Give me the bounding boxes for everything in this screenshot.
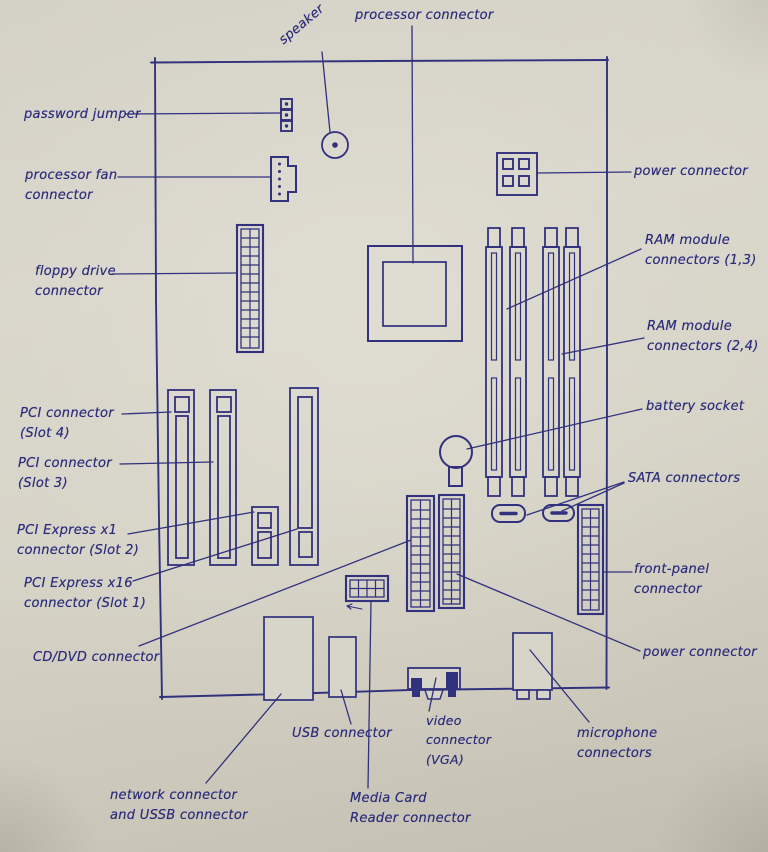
leader-floppy [111, 272, 238, 275]
label-pci-slot4: PCI connector (Slot 4) [20, 406, 114, 442]
processor-fan-component [270, 156, 297, 202]
label-front-panel: front-panel connector [634, 562, 710, 598]
processor-socket-component [367, 245, 463, 342]
label-pcie-x16: PCI Express x16 connector (Slot 1) [24, 576, 147, 612]
leader-usb [340, 689, 352, 725]
cd-dvd-connector-component [405, 494, 436, 613]
media-card-reader-component [344, 574, 390, 610]
leader-pcie-x16 [132, 528, 298, 582]
leader-sata-1 [526, 481, 625, 516]
label-usb: USB connector [292, 726, 392, 741]
label-pci-slot3: PCI connector (Slot 3) [18, 456, 112, 492]
label-ram-13: RAM module connectors (1,3) [645, 233, 757, 269]
leader-ram-13 [506, 248, 642, 310]
ram-slots-component [485, 227, 581, 497]
leader-microphone [529, 649, 590, 723]
label-power-bottom: power connector [643, 645, 757, 660]
label-media-card: Media Card Reader connector [350, 791, 471, 827]
sata-connectors-component [491, 504, 575, 523]
leader-pcie-x1 [127, 511, 255, 535]
leader-speaker [321, 51, 331, 133]
label-microphone: microphone connectors [577, 726, 658, 762]
label-cd-dvd: CD/DVD connector [33, 650, 160, 665]
label-processor-fan: processor fan connector [25, 168, 118, 204]
label-video-vga: video connector (VGA) [426, 713, 492, 767]
label-battery: battery socket [646, 399, 745, 414]
leader-lines [111, 25, 645, 789]
leader-ram-24 [561, 337, 645, 355]
pci-slot4-component [167, 389, 195, 566]
pci-slot3-component [209, 389, 237, 566]
battery-socket-component [439, 435, 473, 487]
leader-battery [466, 408, 643, 450]
vga-connector-component [407, 667, 461, 700]
leader-media-card [367, 600, 372, 789]
leader-pci-slot4 [121, 411, 172, 415]
pcie-x16-slot1-component [289, 387, 319, 566]
leader-cd-dvd [138, 539, 412, 647]
label-ram-24: RAM module connectors (2,4) [647, 319, 759, 355]
leader-power-bottom [456, 573, 641, 652]
label-password-jumper: password jumper [24, 107, 141, 122]
label-power-top: power connector [634, 164, 748, 179]
label-processor-connector: processor connector [355, 8, 494, 23]
floppy-connector-component [235, 223, 265, 354]
power-connector-top-component [496, 152, 538, 196]
label-floppy-drive: floppy drive connector [35, 264, 116, 300]
label-pcie-x1: PCI Express x1 connector (Slot 2) [17, 523, 140, 559]
network-usb-connector-component [263, 616, 314, 701]
password-jumper-component [280, 98, 293, 132]
label-network: network connector and USSB connector [110, 788, 248, 824]
label-sata: SATA connectors [628, 471, 741, 486]
speaker-component [321, 131, 349, 159]
leader-sata-2 [561, 482, 625, 512]
leader-processor-connector [411, 25, 414, 264]
pcie-x1-slot2-component [251, 506, 279, 566]
leader-password-jumper [124, 112, 281, 115]
board-outline [150, 56, 610, 700]
front-panel-connector-component [576, 503, 605, 616]
leader-pci-slot3 [119, 461, 214, 465]
microphone-connector-component [512, 632, 553, 700]
leader-network [205, 693, 282, 784]
leader-vga [428, 677, 437, 712]
usb-connector-component [328, 636, 357, 698]
power-connector-bottom-component [437, 493, 466, 610]
leader-power-top [537, 171, 632, 174]
